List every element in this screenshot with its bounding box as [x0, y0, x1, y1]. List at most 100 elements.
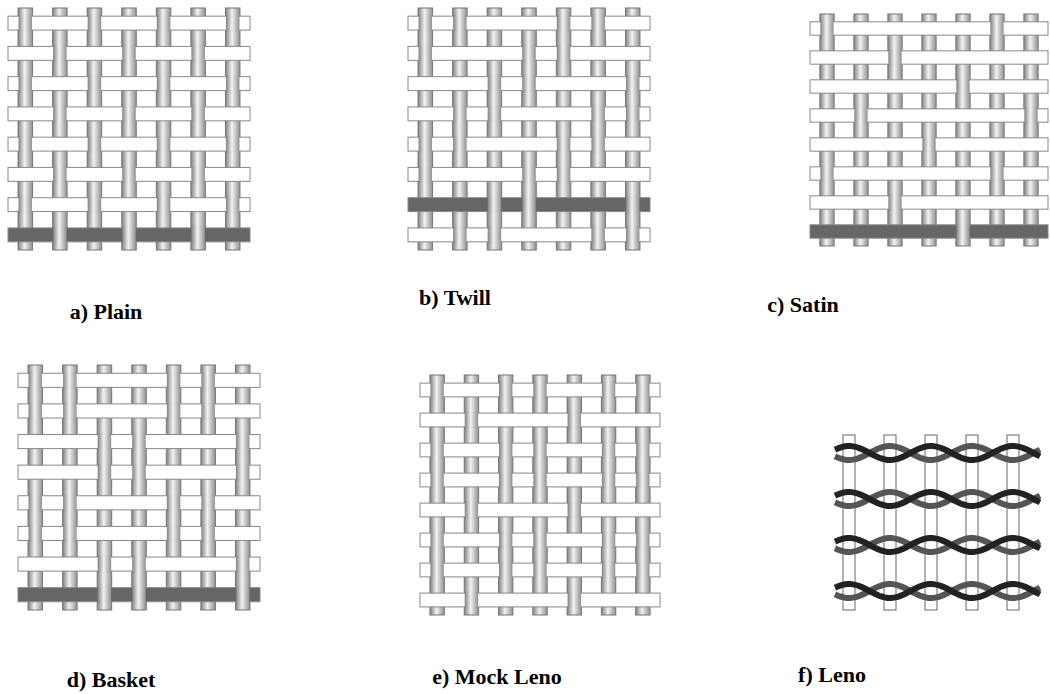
- warp-float: [29, 494, 43, 512]
- warp-thread: [201, 365, 216, 610]
- warp-thread: [53, 8, 68, 250]
- warp-float: [533, 561, 546, 579]
- warp-float: [88, 75, 102, 93]
- warp-float: [533, 441, 546, 459]
- warp-float: [602, 531, 615, 549]
- warp-float: [122, 165, 136, 183]
- warp-float: [98, 555, 112, 573]
- warp-float: [88, 135, 102, 153]
- warp-thread: [567, 375, 581, 615]
- warp-float: [499, 381, 512, 399]
- weft-thread: [810, 109, 1048, 122]
- warp-float: [888, 49, 901, 66]
- warp-float: [201, 494, 215, 512]
- weft-thread: [810, 80, 1048, 93]
- warp-float: [557, 14, 571, 32]
- leno-doup-thread: [835, 492, 1040, 506]
- warp-float: [626, 75, 640, 93]
- warp-float: [522, 75, 536, 93]
- warp-float: [568, 591, 581, 609]
- weft-thread: [810, 225, 1048, 238]
- warp-float: [626, 196, 640, 214]
- weft-thread: [18, 404, 260, 418]
- warp-float: [132, 586, 146, 604]
- warp-float: [226, 75, 240, 93]
- warp-thread: [636, 375, 650, 615]
- warp-float: [591, 226, 605, 244]
- warp-float: [167, 494, 181, 512]
- warp-float: [430, 561, 443, 579]
- weft-thread: [408, 137, 650, 151]
- warp-float: [226, 135, 240, 153]
- leno-doup-thread: [835, 584, 1040, 598]
- warp-float: [53, 44, 67, 62]
- weave-label: c) Satin: [767, 292, 839, 318]
- warp-float: [533, 471, 546, 489]
- warp-float: [602, 441, 615, 459]
- warp-float: [19, 196, 33, 214]
- warp-float: [29, 402, 43, 420]
- warp-float: [29, 524, 43, 542]
- weft-thread: [420, 503, 660, 517]
- warp-float: [499, 561, 512, 579]
- leno-doup-thread: [835, 538, 1040, 552]
- warp-float: [430, 381, 443, 399]
- warp-float: [522, 44, 536, 62]
- weft-thread: [8, 77, 250, 91]
- weft-thread: [408, 107, 650, 121]
- weft-thread: [18, 373, 260, 387]
- warp-float: [568, 501, 581, 519]
- warp-float: [419, 44, 433, 62]
- warp-thread: [625, 8, 640, 250]
- warp-float: [465, 591, 478, 609]
- warp-float: [602, 471, 615, 489]
- leno-weave: [835, 435, 1040, 610]
- warp-thread: [487, 8, 502, 250]
- warp-thread: [87, 8, 102, 250]
- weft-thread: [8, 16, 250, 30]
- warp-float: [132, 433, 146, 451]
- weave-label: a) Plain: [70, 299, 143, 325]
- warp-float: [591, 14, 605, 32]
- warp-thread: [156, 8, 171, 250]
- warp-thread: [854, 14, 868, 246]
- warp-float: [167, 402, 181, 420]
- warp-thread: [63, 365, 78, 610]
- weft-thread: [420, 593, 660, 607]
- warp-float: [636, 441, 649, 459]
- warp-float: [465, 411, 478, 429]
- warp-float: [820, 20, 833, 37]
- warp-float: [557, 165, 571, 183]
- warp-float: [591, 135, 605, 153]
- warp-float: [453, 105, 467, 123]
- warp-float: [98, 433, 112, 451]
- warp-thread: [922, 14, 936, 246]
- weft-thread: [420, 413, 660, 427]
- weft-thread: [810, 51, 1048, 64]
- warp-thread: [453, 8, 468, 250]
- plain-weave: [8, 8, 250, 250]
- warp-float: [626, 226, 640, 244]
- warp-float: [19, 135, 33, 153]
- warp-thread: [499, 375, 513, 615]
- warp-float: [533, 381, 546, 399]
- leno-doup-thread: [835, 446, 1040, 460]
- warp-float: [98, 463, 112, 481]
- warp-float: [201, 371, 215, 389]
- weft-thread: [810, 22, 1048, 35]
- warp-float: [122, 105, 136, 123]
- warp-float: [602, 381, 615, 399]
- warp-float: [488, 105, 502, 123]
- warp-float: [430, 441, 443, 459]
- warp-float: [236, 463, 250, 481]
- warp-thread: [122, 8, 137, 250]
- warp-float: [191, 105, 205, 123]
- warp-float: [191, 44, 205, 62]
- warp-float: [19, 75, 33, 93]
- warp-float: [453, 226, 467, 244]
- warp-float: [157, 14, 171, 32]
- warp-float: [201, 524, 215, 542]
- warp-float: [499, 531, 512, 549]
- warp-float: [19, 14, 33, 32]
